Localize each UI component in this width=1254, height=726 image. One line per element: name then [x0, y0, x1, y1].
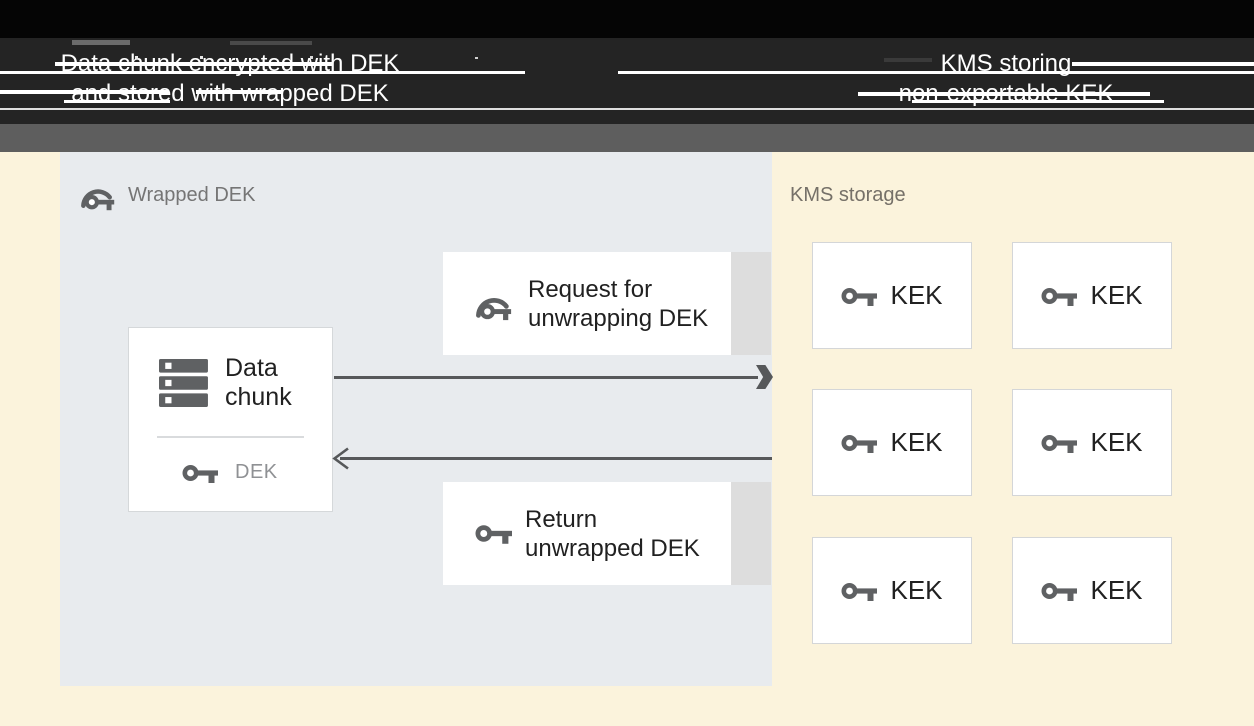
- glitch-stripe: [858, 92, 1150, 96]
- request-box-label: Request for unwrapping DEK: [528, 275, 708, 333]
- kek-label: KEK: [890, 280, 943, 310]
- request-box-label-line2: unwrapping DEK: [528, 304, 709, 332]
- wrapped-dek-panel: Wrapped DEK Data chunk DEK Request for: [60, 152, 773, 686]
- glitch-stripe: [200, 56, 203, 59]
- arrow-from-kms: [340, 457, 772, 460]
- arrow-to-kms: [334, 376, 758, 379]
- glitch-stripe: [884, 58, 932, 62]
- return-box-label-line1: Return: [525, 505, 598, 533]
- arrow-to-kms-head-icon: [756, 365, 773, 389]
- return-box-label: Return unwrapped DEK: [525, 505, 700, 563]
- glitch-stripe: [912, 100, 1164, 103]
- header-left-title-line2: and stored with wrapped DEK: [71, 80, 389, 107]
- glitch-stripe: [618, 71, 1254, 74]
- kek-label: KEK: [1090, 427, 1143, 457]
- kek-box: KEK: [1012, 537, 1172, 644]
- key-icon: [475, 520, 512, 547]
- kek-label: KEK: [890, 575, 943, 605]
- wrapped-key-icon: [475, 286, 515, 322]
- data-chunk-divider: [157, 436, 304, 438]
- glitch-stripe: [1072, 62, 1254, 66]
- return-unwrapped-dek-box: Return unwrapped DEK: [443, 482, 731, 585]
- kek-box: KEK: [1012, 242, 1172, 349]
- return-box-label-line2: unwrapped DEK: [525, 534, 700, 562]
- wrapped-dek-panel-header: Wrapped DEK: [80, 178, 255, 212]
- wrapped-dek-panel-title: Wrapped DEK: [128, 183, 256, 206]
- key-icon: [1041, 578, 1077, 604]
- key-icon: [841, 430, 877, 456]
- request-box-label-line1: Request for: [528, 275, 653, 303]
- glitch-stripe: [196, 90, 282, 94]
- glitch-stripe: [72, 40, 130, 45]
- kek-label: KEK: [890, 427, 943, 457]
- glitch-stripe: [55, 62, 333, 66]
- storage-icon: [159, 359, 209, 407]
- glitch-stripe: [0, 71, 525, 74]
- glitch-stripe: [135, 56, 138, 59]
- kek-label: KEK: [1090, 575, 1143, 605]
- dek-label: DEK: [235, 461, 278, 483]
- glitch-stripe: [475, 57, 478, 59]
- glitch-stripe: [0, 90, 168, 94]
- arrow-from-kms-head-icon: [332, 447, 349, 470]
- data-chunk-row: Data chunk: [129, 328, 332, 412]
- header-divider-strip: [0, 124, 1254, 152]
- key-icon: [182, 460, 218, 486]
- header-bar: Data chunk encrypted with DEK and stored…: [0, 0, 1254, 124]
- data-chunk-label: Data chunk: [225, 354, 292, 412]
- request-box-side-strip: [731, 252, 771, 355]
- key-icon: [841, 283, 877, 309]
- kek-box: KEK: [812, 389, 972, 496]
- glitch-stripe: [230, 41, 312, 45]
- data-chunk-label-line1: Data: [225, 354, 278, 382]
- key-icon: [841, 578, 877, 604]
- glitch-stripe: [64, 100, 170, 103]
- data-chunk-label-line2: chunk: [225, 383, 292, 411]
- kek-box: KEK: [812, 537, 972, 644]
- glitch-stripe: [310, 56, 313, 59]
- return-box-side-strip: [731, 482, 771, 585]
- wrapped-key-icon: [80, 178, 118, 212]
- key-icon: [1041, 430, 1077, 456]
- dek-row: DEK: [129, 438, 332, 486]
- kek-label: KEK: [1090, 280, 1143, 310]
- key-icon: [1041, 283, 1077, 309]
- kek-box: KEK: [812, 242, 972, 349]
- data-chunk-box: Data chunk DEK: [128, 327, 333, 512]
- kms-storage-title: KMS storage: [790, 184, 906, 206]
- request-unwrapping-dek-box: Request for unwrapping DEK: [443, 252, 731, 355]
- glitch-stripe: [0, 108, 1254, 110]
- kek-box: KEK: [1012, 389, 1172, 496]
